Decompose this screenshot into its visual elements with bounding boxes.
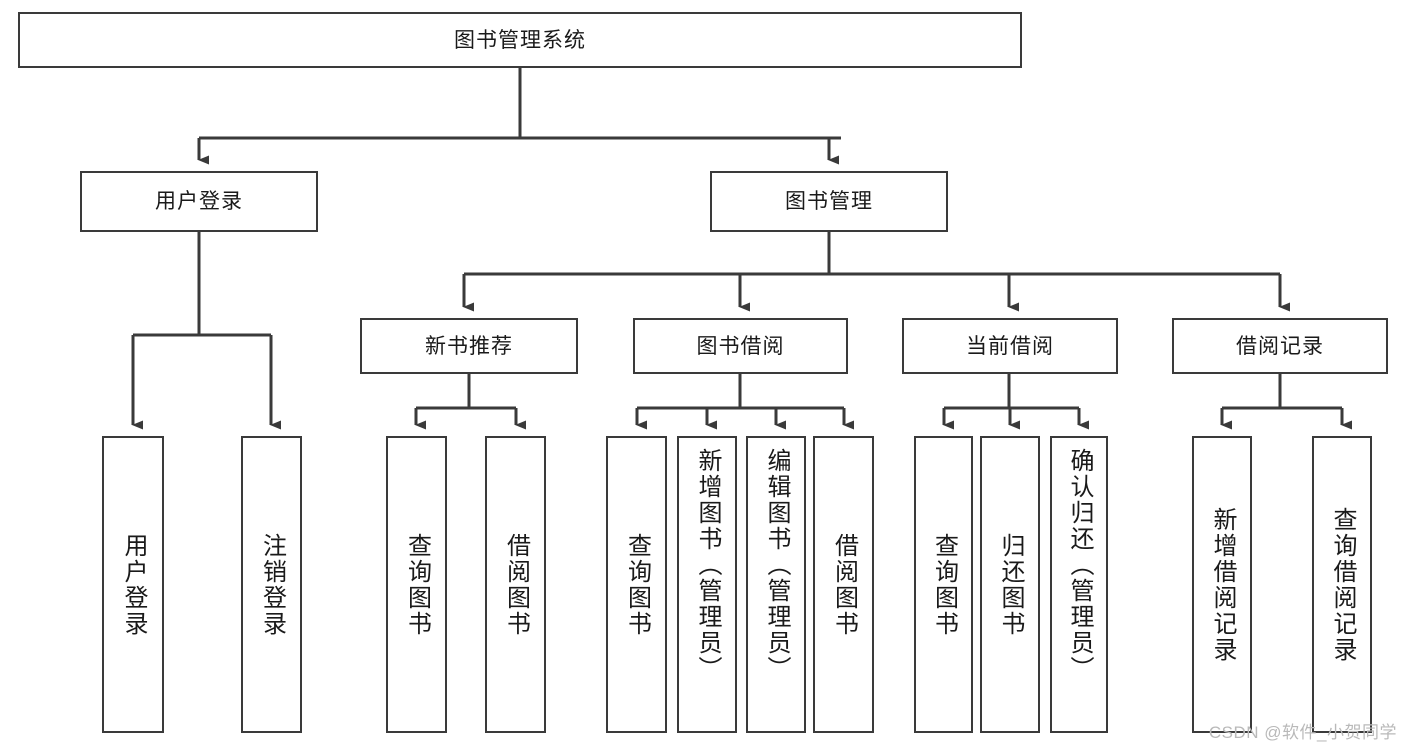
- node-leaf-user-login[interactable]: 用户登录: [102, 436, 164, 733]
- node-label: 借阅图书: [830, 532, 858, 637]
- node-label: 编辑图书（管理员）: [762, 448, 790, 682]
- node-leaf-borrow-book[interactable]: 借阅图书: [813, 436, 874, 733]
- node-leaf-logout-login[interactable]: 注销登录: [241, 436, 302, 733]
- node-borrow-record[interactable]: 借阅记录: [1172, 318, 1388, 374]
- node-leaf-query-book-recommend[interactable]: 查询图书: [386, 436, 447, 733]
- connector-borrowrecord-to-leaves: [1220, 374, 1352, 430]
- node-label: 当前借阅: [966, 334, 1054, 358]
- node-leaf-add-book-admin[interactable]: 新增图书（管理员）: [677, 436, 737, 733]
- node-label: 查询图书: [930, 532, 958, 637]
- node-label: 新增图书（管理员）: [693, 448, 721, 682]
- node-leaf-edit-book-admin[interactable]: 编辑图书（管理员）: [746, 436, 806, 733]
- node-label: 查询借阅记录: [1328, 506, 1356, 663]
- node-label: 注销登录: [258, 532, 286, 637]
- node-label: 图书管理系统: [454, 28, 586, 52]
- node-leaf-confirm-return-admin[interactable]: 确认归还（管理员）: [1050, 436, 1108, 733]
- node-user-login[interactable]: 用户登录: [80, 171, 318, 232]
- node-label: 查询图书: [623, 532, 651, 637]
- node-leaf-borrow-book-recommend[interactable]: 借阅图书: [485, 436, 546, 733]
- connector-currentborrow-to-leaves: [942, 374, 1089, 430]
- node-root-system[interactable]: 图书管理系统: [18, 12, 1022, 68]
- node-book-borrow[interactable]: 图书借阅: [633, 318, 848, 374]
- node-label: 借阅图书: [502, 532, 530, 637]
- node-book-management[interactable]: 图书管理: [710, 171, 948, 232]
- node-leaf-add-borrow-record[interactable]: 新增借阅记录: [1192, 436, 1252, 733]
- node-leaf-query-borrow-record[interactable]: 查询借阅记录: [1312, 436, 1372, 733]
- node-label: 用户登录: [119, 532, 147, 637]
- csdn-watermark: CSDN @软件_小贺同学: [1208, 723, 1397, 742]
- connector-bookborrow-to-leaves: [635, 374, 854, 430]
- node-label: 新增借阅记录: [1208, 506, 1236, 663]
- connector-userlogin-to-leaves: [131, 232, 281, 430]
- connector-bookmgmt-to-level3: [462, 232, 1290, 312]
- node-label: 新书推荐: [425, 334, 513, 358]
- node-new-book-recommend[interactable]: 新书推荐: [360, 318, 578, 374]
- connector-newbook-to-leaves: [414, 374, 526, 430]
- node-label: 图书管理: [785, 190, 873, 213]
- connector-root-to-level2: [197, 68, 841, 165]
- node-label: 图书借阅: [696, 334, 785, 358]
- node-label: 查询图书: [403, 532, 431, 637]
- node-leaf-return-book[interactable]: 归还图书: [980, 436, 1040, 733]
- node-label: 借阅记录: [1236, 334, 1324, 358]
- node-leaf-query-book-borrow[interactable]: 查询图书: [606, 436, 667, 733]
- node-leaf-query-book-current[interactable]: 查询图书: [914, 436, 973, 733]
- node-current-borrow[interactable]: 当前借阅: [902, 318, 1118, 374]
- node-label: 用户登录: [155, 190, 243, 213]
- node-label: 确认归还（管理员）: [1065, 448, 1093, 682]
- node-label: 归还图书: [996, 532, 1024, 637]
